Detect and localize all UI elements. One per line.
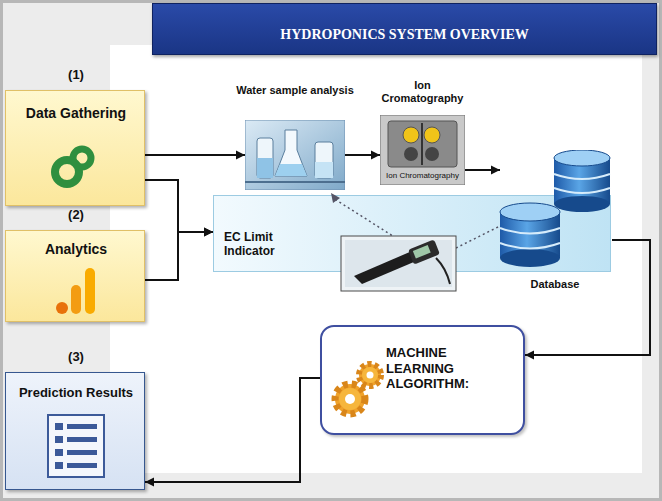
node-heading: (1): [6, 67, 146, 83]
node-label: Prediction Results: [9, 385, 143, 401]
arrow-head: [204, 228, 213, 237]
text-slot: Ion Cromatography: [374, 79, 471, 105]
connector-line: [145, 180, 213, 232]
connector-line: [145, 378, 320, 482]
node-heading: (2): [6, 207, 146, 223]
arrow-head: [236, 151, 245, 160]
arrow-head: [371, 151, 380, 160]
node-label: EC Limit Indicator: [224, 230, 314, 259]
ml-box: MACHINE LEARNING ALGORITHM:: [320, 325, 525, 435]
database-symbol: Database: [498, 150, 612, 296]
text-slot: Ion Chromatography: [382, 171, 463, 181]
gear-icon: [326, 357, 388, 431]
data-gathering-box: (1)Data Gathering: [5, 90, 145, 206]
sample-photo: Water sample analysis: [245, 120, 345, 190]
text-slot: (2): [6, 207, 146, 223]
text-slot: Data Gathering: [10, 105, 142, 122]
chromatography-photo: Ion CromatographyIon Chromatography: [380, 115, 465, 185]
text-slot: (1): [6, 67, 146, 83]
arrow-head: [145, 478, 154, 487]
connector-line: [145, 154, 245, 156]
arrow-head: [491, 166, 500, 175]
analytics-box: (2)Analytics: [5, 230, 145, 322]
connector: [345, 151, 380, 160]
text-slot: Database: [498, 278, 612, 291]
node-label: Data Gathering: [10, 105, 142, 122]
connector: [145, 180, 213, 237]
lab-photo: [245, 120, 345, 190]
node-heading: (3): [6, 349, 146, 365]
connector: [465, 166, 500, 175]
node-label: MACHINE LEARNING ALGORITHM:: [386, 345, 518, 392]
text-slot: Water sample analysis: [225, 84, 365, 97]
node-heading: Ion Cromatography: [374, 79, 471, 105]
text-slot: Prediction Results: [9, 385, 143, 401]
list-icon: [46, 413, 106, 479]
analytics-icon: [54, 265, 98, 317]
gear-icon: [326, 357, 388, 427]
arrow-head: [204, 228, 213, 237]
connector-line: [145, 232, 213, 280]
text-slot: EC Limit Indicator: [224, 230, 314, 259]
title-banner: HYDROPONICS SYSTEM OVERVIEW: [152, 3, 657, 55]
list-icon: [46, 413, 106, 483]
text-slot: Analytics: [10, 241, 142, 258]
database-cylinders: [498, 150, 612, 270]
text-slot: MACHINE LEARNING ALGORITHM:: [386, 345, 518, 392]
analytics-icon: [54, 265, 98, 321]
prediction-box: (3)Prediction Results: [5, 372, 145, 490]
database-cylinders: [498, 150, 612, 274]
connector: [145, 378, 320, 487]
lab-photo: [245, 120, 345, 194]
title: HYDROPONICS SYSTEM OVERVIEW: [153, 4, 656, 43]
data-icon: [46, 139, 102, 195]
connector: [145, 151, 245, 160]
node-label: Analytics: [10, 241, 142, 258]
arrow-head: [525, 351, 534, 360]
node-label: Ion Chromatography: [382, 171, 463, 181]
node-label: Database: [498, 278, 612, 291]
data-icon: [46, 139, 102, 199]
connector: [145, 228, 213, 281]
text-slot: (3): [6, 349, 146, 365]
node-heading: Water sample analysis: [225, 84, 365, 97]
